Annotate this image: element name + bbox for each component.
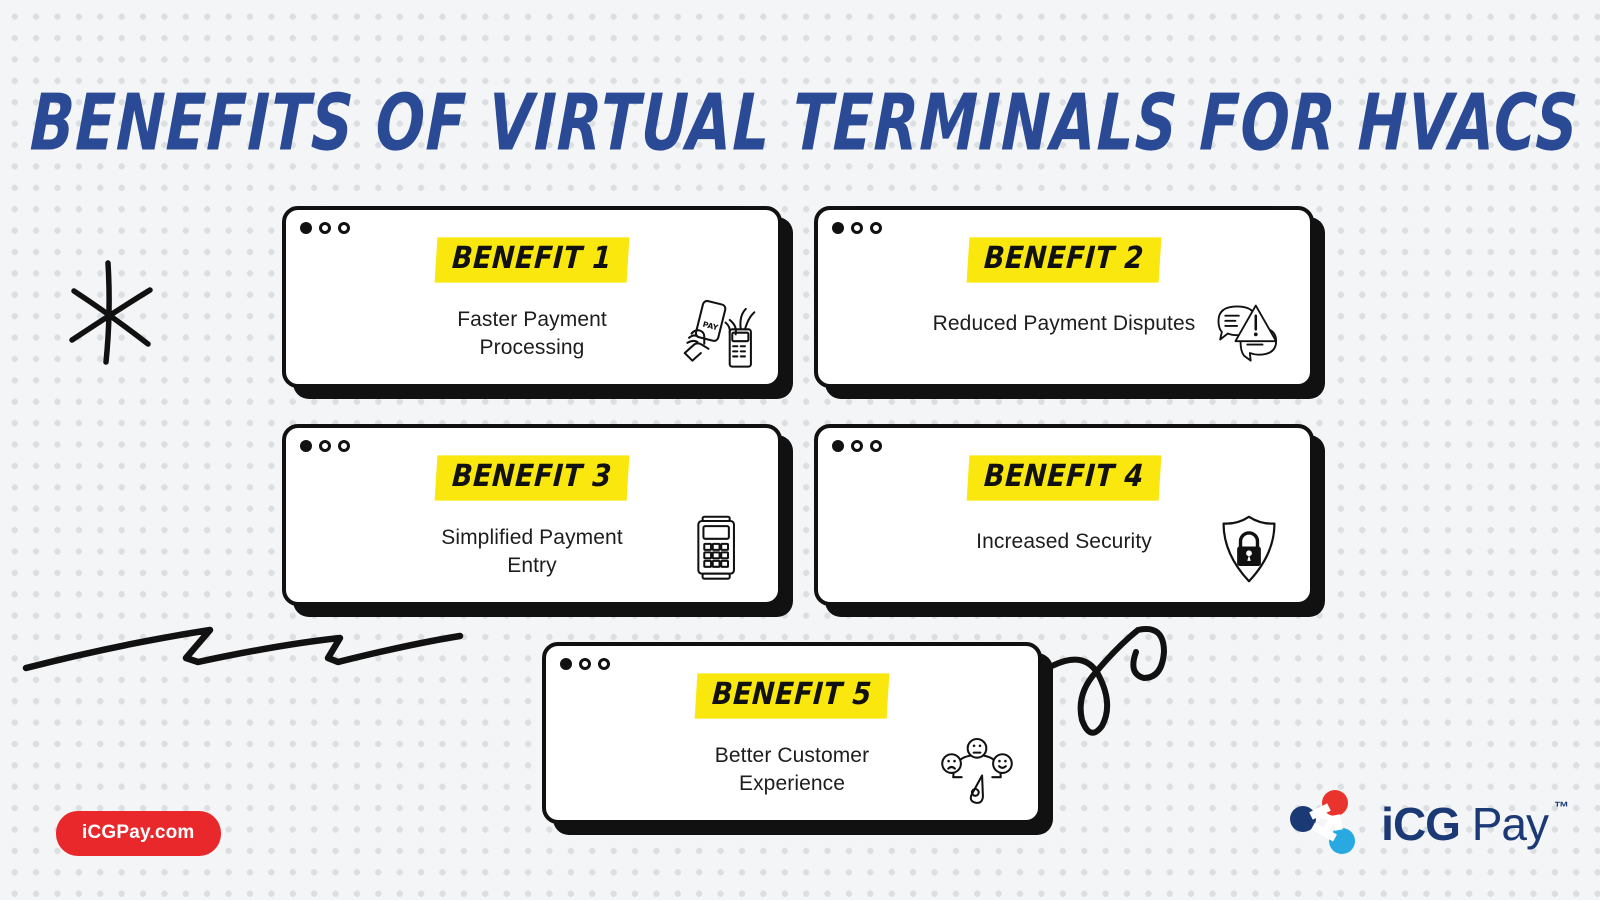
brand-name-strong: iCG xyxy=(1381,798,1461,850)
double-loop-doodle xyxy=(1040,608,1180,740)
benefit-text: Increased Security xyxy=(976,530,1152,554)
window-dot-filled-icon xyxy=(300,440,312,452)
brand-wordmark: iCG Pay ™ xyxy=(1381,797,1569,851)
benefit-card[interactable]: BENEFIT 2 Reduced Payment Disputes xyxy=(814,206,1314,388)
svg-text:PAY: PAY xyxy=(702,320,720,333)
benefit-card[interactable]: BENEFIT 3 Simplified Payment Entry xyxy=(282,424,782,606)
window-dots xyxy=(560,658,610,670)
window-dot-ring-icon xyxy=(870,440,882,452)
window-dot-ring-icon xyxy=(579,658,591,670)
benefit-badge: BENEFIT 5 xyxy=(694,673,890,719)
window-dots xyxy=(832,222,882,234)
window-dot-filled-icon xyxy=(300,222,312,234)
benefit-badge: BENEFIT 2 xyxy=(966,237,1162,283)
window-dot-ring-icon xyxy=(338,222,350,234)
benefit-badge: BENEFIT 3 xyxy=(434,455,630,501)
trademark-symbol: ™ xyxy=(1554,799,1569,816)
window-dot-ring-icon xyxy=(851,440,863,452)
window-dot-filled-icon xyxy=(832,440,844,452)
window-dot-ring-icon xyxy=(851,222,863,234)
pos-terminal-keypad-icon xyxy=(674,510,760,588)
window-dots xyxy=(300,440,350,452)
benefit-text: Better Customer Experience xyxy=(714,744,870,795)
satisfaction-gauge-faces-icon xyxy=(934,728,1020,806)
benefit-text: Simplified Payment Entry xyxy=(441,526,623,577)
window-dot-ring-icon xyxy=(598,658,610,670)
window-dot-ring-icon xyxy=(870,222,882,234)
benefit-badge: BENEFIT 4 xyxy=(966,455,1162,501)
asterisk-doodle xyxy=(58,258,164,368)
benefit-text: Reduced Payment Disputes xyxy=(932,312,1196,336)
brand-logo[interactable]: iCG Pay ™ xyxy=(1289,788,1569,860)
benefit-card[interactable]: BENEFIT 1 Faster Payment Processing PAY xyxy=(282,206,782,388)
benefit-text: Faster Payment Processing xyxy=(457,308,607,359)
page-title-container: BENEFITS OF VIRTUAL TERMINALS FOR HVACS xyxy=(0,78,1600,169)
dispute-speech-bubbles-warning-icon xyxy=(1206,292,1292,370)
window-dot-ring-icon xyxy=(338,440,350,452)
benefit-badge: BENEFIT 1 xyxy=(434,237,630,283)
window-dots xyxy=(300,222,350,234)
benefit-card[interactable]: BENEFIT 4 Increased Security xyxy=(814,424,1314,606)
icg-molecule-logo-icon xyxy=(1289,788,1373,860)
contactless-phone-payment-icon: PAY xyxy=(674,292,760,370)
page-title: BENEFITS OF VIRTUAL TERMINALS FOR HVACS xyxy=(28,78,1581,169)
window-dots xyxy=(832,440,882,452)
window-dot-filled-icon xyxy=(560,658,572,670)
window-dot-filled-icon xyxy=(832,222,844,234)
site-url-badge[interactable]: iCGPay.com xyxy=(56,811,221,856)
zigzag-line-doodle xyxy=(20,596,490,692)
window-dot-ring-icon xyxy=(319,222,331,234)
benefit-card[interactable]: BENEFIT 5 Better Customer Experience xyxy=(542,642,1042,824)
window-dot-ring-icon xyxy=(319,440,331,452)
shield-lock-icon xyxy=(1206,510,1292,588)
brand-name-light: Pay xyxy=(1459,798,1549,850)
